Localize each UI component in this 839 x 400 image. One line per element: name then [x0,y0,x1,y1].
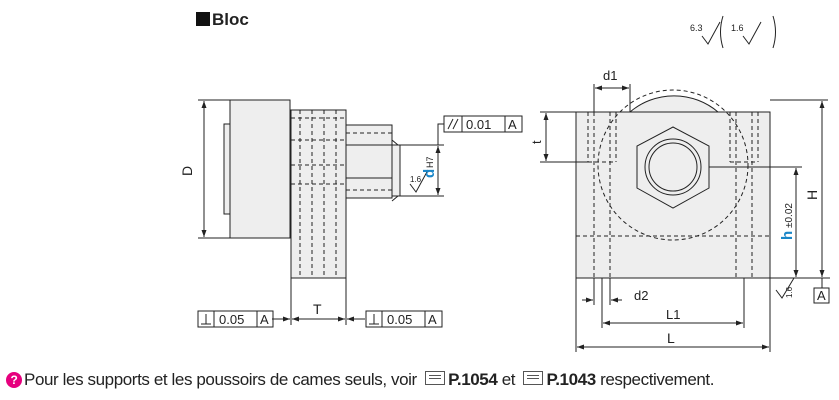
front-datum-label: A [817,288,826,303]
dim-d-tolerance: H7 [425,156,435,168]
block-title: Bloc [212,10,249,29]
parallelism-value: 0.01 [466,117,491,132]
perp-left-value: 0.05 [219,312,244,327]
front-view [540,84,830,352]
note-text-after: respectivement. [595,370,715,389]
note-text-mid: et [497,370,520,389]
dim-H-label: H [804,190,820,200]
svg-text:1.6: 1.6 [731,23,744,33]
side-view [198,99,444,325]
perpendicularity-frame-left [197,310,274,328]
dim-h-tolerance: ±0.02 [784,203,795,228]
dim-L-label: L [667,330,675,346]
perp-right-value: 0.05 [387,312,412,327]
perp-right-datum: A [428,312,437,327]
dim-d2-label: d2 [634,288,648,303]
hex-nut [636,126,710,209]
dim-t-label: t [529,140,544,144]
block-body [290,109,347,279]
page-reference-icon [523,371,544,385]
dim-L1-label: L1 [666,307,680,322]
note-text-before: Pour les supports et les poussoirs de ca… [24,370,422,389]
side-finish-value: 1.6 [410,175,422,184]
perpendicularity-frame-right [365,310,443,328]
front-finish-value: 1.6 [785,286,794,298]
parallelism-frame [443,115,523,133]
parallelism-datum: A [508,117,517,132]
perp-left-datum: A [260,312,269,327]
question-circle-icon: ? [6,372,22,388]
title-square-icon [196,12,210,26]
reference-link-p1054[interactable]: P.1054 [448,370,498,389]
dim-h-label: h [779,231,796,240]
roller-body [229,99,291,239]
dim-D-label: D [179,166,195,176]
dim-d1-label: d1 [603,68,617,83]
dim-T-label: T [313,301,322,317]
page-reference-icon [425,371,446,385]
svg-text:6.3: 6.3 [690,23,703,33]
reference-link-p1043[interactable]: P.1043 [546,370,596,389]
reference-note: ?Pour les supports et les poussoirs de c… [6,370,714,390]
technical-drawing: Bloc 6.3 1.6 [179,10,830,352]
dim-d-label: d [421,169,438,178]
nut [345,124,393,199]
surface-finish-symbol: 6.3 1.6 [690,15,776,49]
